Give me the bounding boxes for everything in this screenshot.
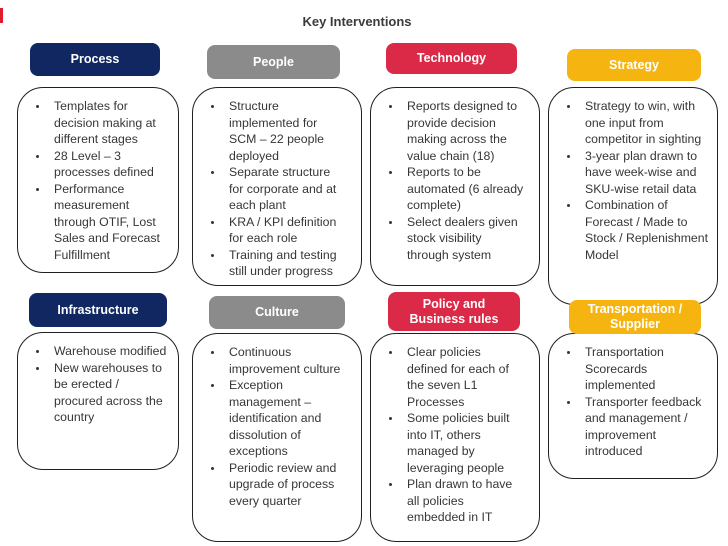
bullet-item: Structure implemented for SCM – 22 peopl… (205, 98, 353, 164)
section-header-label: People (253, 54, 294, 69)
section-header-label: Process (70, 52, 120, 67)
bullet-list: Reports designed to provide decision mak… (383, 98, 531, 263)
section-header-people: People (207, 45, 340, 79)
slide-title: Key Interventions (302, 14, 412, 29)
bullet-list: Transportation Scorecards implemented Tr… (561, 344, 709, 460)
bullet-list: Strategy to win, with one input from com… (561, 98, 709, 263)
bullet-item: 3-year plan drawn to have week-wise and … (561, 148, 709, 198)
bullet-item: Periodic review and upgrade of process e… (205, 460, 353, 510)
bullet-list: Warehouse modified New warehouses to be … (30, 343, 170, 426)
bullet-item: Plan drawn to have all policies embedded… (383, 476, 531, 526)
bullet-item: 28 Level – 3 processes defined (30, 148, 170, 181)
section-box-technology: Reports designed to provide decision mak… (370, 87, 540, 286)
section-header-label: Technology (416, 51, 487, 66)
bullet-item: New warehouses to be erected / procured … (30, 360, 170, 426)
bullet-item: Some policies built into IT, others mana… (383, 410, 531, 476)
section-header-process: Process (30, 43, 160, 76)
bullet-list: Templates for decision making at differe… (30, 98, 170, 263)
bullet-list: Continuous improvement culture Exception… (205, 344, 353, 509)
section-box-infrastructure: Warehouse modified New warehouses to be … (17, 332, 179, 470)
section-header-culture: Culture (209, 296, 345, 329)
section-header-label: Infrastructure (57, 302, 139, 317)
bullet-item: Separate structure for corporate and at … (205, 164, 353, 214)
bullet-item: Clear policies defined for each of the s… (383, 344, 531, 410)
bullet-item: Exception management – identification an… (205, 377, 353, 460)
bullet-item: Performance measurement through OTIF, Lo… (30, 181, 170, 264)
section-box-strategy: Strategy to win, with one input from com… (548, 87, 718, 305)
section-box-culture: Continuous improvement culture Exception… (192, 333, 362, 542)
bullet-item: Select dealers given stock visibility th… (383, 214, 531, 264)
bullet-list: Clear policies defined for each of the s… (383, 344, 531, 526)
section-header-label: Culture (255, 305, 299, 320)
section-box-transportation-supplier: Transportation Scorecards implemented Tr… (548, 333, 718, 479)
bullet-item: Combination of Forecast / Made to Stock … (561, 197, 709, 263)
bullet-list: Structure implemented for SCM – 22 peopl… (205, 98, 353, 280)
section-header-label: Transportation / Supplier (587, 302, 683, 331)
bullet-item: Continuous improvement culture (205, 344, 353, 377)
section-header-label: Strategy (608, 57, 660, 72)
bullet-item: Templates for decision making at differe… (30, 98, 170, 148)
bullet-item: Reports to be automated (6 already compl… (383, 164, 531, 214)
section-header-strategy: Strategy (567, 49, 701, 81)
bullet-item: Transporter feedback and management / im… (561, 394, 709, 460)
section-header-transportation-supplier: Transportation / Supplier (569, 300, 701, 334)
bullet-item: Warehouse modified (30, 343, 170, 360)
slide-edge-mark (0, 8, 3, 23)
bullet-item: KRA / KPI definition for each role (205, 214, 353, 247)
section-box-policy-business-rules: Clear policies defined for each of the s… (370, 333, 540, 542)
section-box-people: Structure implemented for SCM – 22 peopl… (192, 87, 362, 286)
section-header-policy-business-rules: Policy and Business rules (388, 292, 520, 331)
bullet-item: Transportation Scorecards implemented (561, 344, 709, 394)
section-header-technology: Technology (386, 43, 517, 74)
section-header-label: Policy and Business rules (409, 296, 499, 326)
bullet-item: Reports designed to provide decision mak… (383, 98, 531, 164)
bullet-item: Strategy to win, with one input from com… (561, 98, 709, 148)
bullet-item: Training and testing still under progres… (205, 247, 353, 280)
section-header-infrastructure: Infrastructure (29, 293, 167, 327)
section-box-process: Templates for decision making at differe… (17, 87, 179, 273)
